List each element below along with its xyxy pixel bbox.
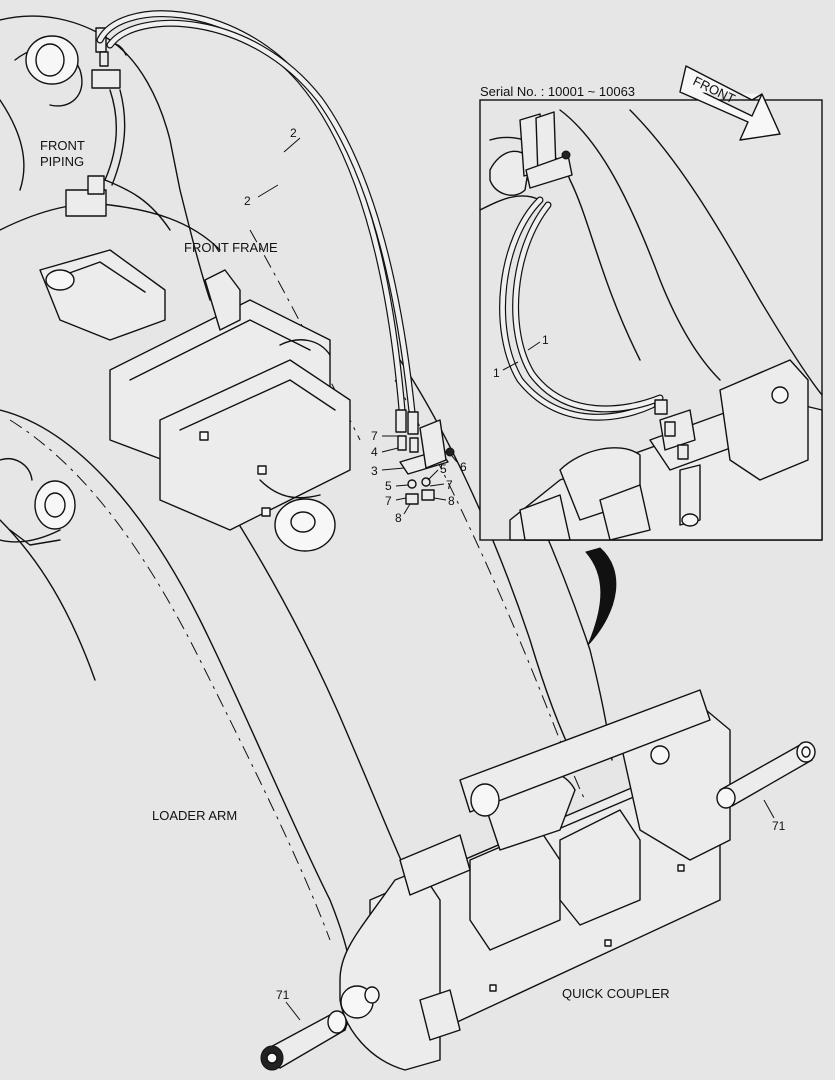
callout-pin-71-left: 71: [276, 988, 290, 1002]
callout-7-left: 7: [385, 494, 392, 508]
callout-hose-2b: 2: [244, 194, 251, 208]
callout-7-right: 7: [446, 478, 453, 492]
front-piping-label-line2: PIPING: [40, 154, 84, 169]
fitting-stack: [395, 409, 455, 505]
pin-left: [260, 1010, 347, 1071]
curved-pointer-icon: [585, 547, 617, 646]
front-frame: [0, 15, 351, 552]
pin-right: [716, 741, 816, 809]
front-piping-fittings: [65, 27, 171, 231]
callout-hose-2a: 2: [290, 126, 297, 140]
hoses-2: [96, 10, 416, 416]
leader-lines: [257, 137, 775, 1021]
quick-coupler-label: QUICK COUPLER: [562, 986, 670, 1001]
callout-6: 6: [460, 460, 467, 474]
loader-arm-label: LOADER ARM: [152, 808, 237, 823]
arrow-right-icon: [679, 65, 781, 141]
callout-8-left: 8: [395, 511, 402, 525]
callout-3: 3: [371, 464, 378, 478]
callout-7-top: 7: [371, 429, 378, 443]
serial-number-label: Serial No. : 10001 ~ 10063: [480, 84, 635, 99]
callout-numbers: 2 2 7 4 3 5 7 8 6 5 7 8 1 1 71 71: [244, 126, 786, 1002]
callout-inset-hose-1b: 1: [493, 366, 500, 380]
quick-coupler: [339, 689, 731, 1071]
callout-inset-hose-1a: 1: [542, 333, 549, 347]
callout-pin-71-right: 71: [772, 819, 786, 833]
callout-5-right: 5: [440, 462, 447, 476]
front-frame-label: FRONT FRAME: [184, 240, 278, 255]
front-piping-label-line1: FRONT: [40, 138, 85, 153]
callout-4: 4: [371, 445, 378, 459]
inset-detail: [479, 99, 823, 541]
callout-5-left: 5: [385, 479, 392, 493]
callout-8-right: 8: [448, 494, 455, 508]
